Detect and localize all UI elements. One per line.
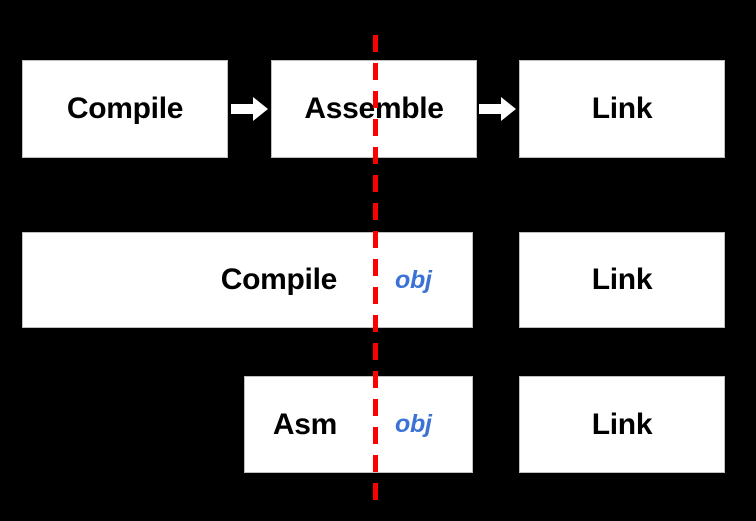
box-label-obj-row2: obj bbox=[395, 265, 432, 294]
box-label-link-row2: Link bbox=[591, 263, 653, 296]
box-compile-stage: Compile bbox=[22, 60, 228, 158]
arrow-compile-to-assemble-icon bbox=[231, 96, 269, 122]
box-label-asm-row3: Asm bbox=[272, 407, 337, 441]
box-link-stage-row2: Link bbox=[519, 232, 725, 328]
box-link-stage-row1: Link bbox=[519, 60, 725, 158]
red-dashed-divider bbox=[373, 35, 378, 500]
box-label-obj-row3: obj bbox=[395, 410, 432, 438]
box-compile-obj-combined: Compile obj bbox=[22, 232, 473, 328]
arrow-assemble-to-link-icon bbox=[479, 96, 517, 122]
box-label-link: Link bbox=[591, 92, 653, 125]
box-asm-obj-combined: Asm obj bbox=[244, 376, 473, 473]
box-label-compile: Compile bbox=[66, 92, 184, 125]
box-label-compile-row2: Compile bbox=[220, 263, 338, 296]
box-label-link-row3: Link bbox=[591, 407, 653, 441]
box-link-stage-row3: Link bbox=[519, 376, 725, 473]
